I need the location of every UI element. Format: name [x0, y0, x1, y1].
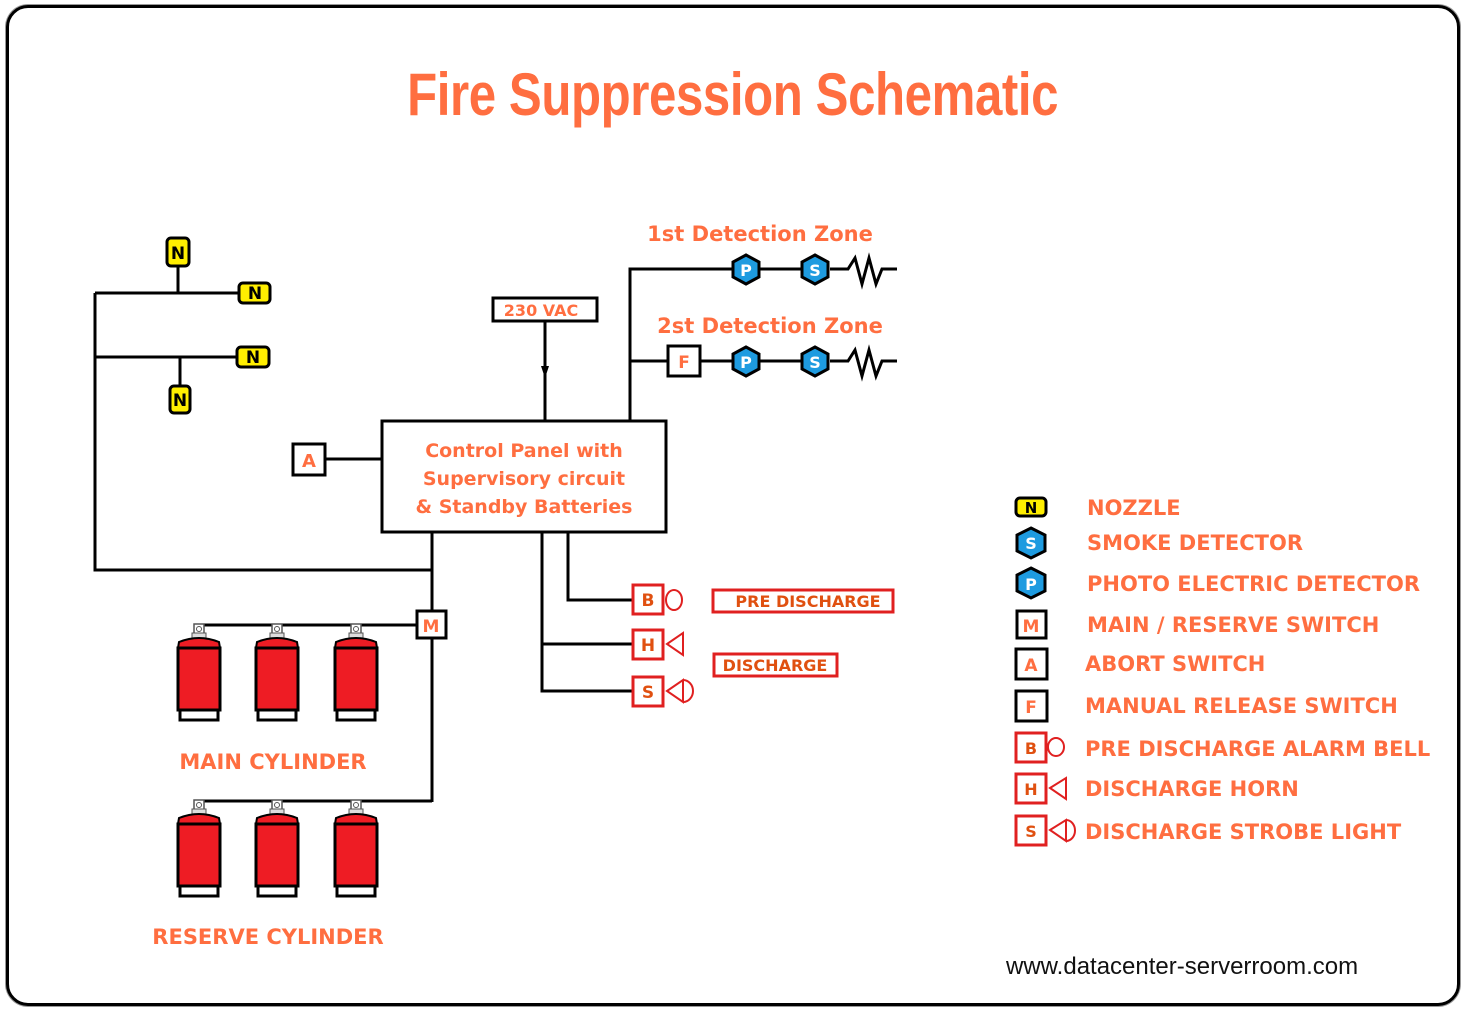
- legend-item: M MAIN / RESERVE SWITCH: [1015, 609, 1379, 640]
- strobe-light-icon: S: [1014, 814, 1076, 847]
- nozzle-icon: N: [1014, 496, 1048, 518]
- svg-text:N: N: [246, 348, 260, 368]
- nozzle[interactable]: N: [235, 345, 271, 369]
- legend: N NOZZLE S SMOKE DETECTOR P PHOTO ELECTR…: [1014, 496, 1430, 847]
- smoke-detector[interactable]: S: [800, 345, 830, 378]
- svg-text:DISCHARGE STROBE LIGHT: DISCHARGE STROBE LIGHT: [1085, 820, 1402, 844]
- legend-item: F MANUAL RELEASE SWITCH: [1014, 689, 1398, 723]
- photo-electric-detector[interactable]: P: [731, 345, 761, 378]
- zone-2-label: 2st Detection Zone: [657, 314, 883, 338]
- svg-text:ABORT SWITCH: ABORT SWITCH: [1085, 652, 1265, 676]
- discharge-strobe-light[interactable]: S: [631, 675, 694, 708]
- svg-text:N: N: [248, 284, 262, 304]
- discharge-label: DISCHARGE: [712, 652, 839, 678]
- cylinder: [254, 622, 300, 722]
- svg-text:MANUAL RELEASE SWITCH: MANUAL RELEASE SWITCH: [1085, 694, 1398, 718]
- main-cylinder-label: MAIN CYLINDER: [179, 750, 366, 774]
- svg-text:F: F: [678, 353, 690, 373]
- legend-item: S SMOKE DETECTOR: [1015, 526, 1303, 560]
- svg-text:PHOTO ELECTRIC DETECTOR: PHOTO ELECTRIC DETECTOR: [1087, 572, 1420, 596]
- main-cylinder-bank: [176, 622, 379, 722]
- svg-text:PRE DISCHARGE: PRE DISCHARGE: [735, 592, 880, 611]
- control-panel[interactable]: Control Panel with Supervisory circuit &…: [380, 419, 668, 534]
- smoke-detector-icon: S: [1015, 526, 1047, 560]
- zone-1-label: 1st Detection Zone: [647, 222, 873, 246]
- smoke-detector[interactable]: S: [800, 253, 830, 286]
- abort-switch[interactable]: A: [291, 442, 327, 477]
- power-source: 230 VAC: [491, 296, 599, 323]
- cylinder: [176, 798, 222, 898]
- svg-text:Supervisory circuit: Supervisory circuit: [423, 468, 625, 490]
- photo-electric-detector-icon: P: [1015, 566, 1047, 600]
- svg-text:B: B: [1025, 739, 1037, 758]
- svg-text:N: N: [171, 244, 185, 264]
- svg-text:H: H: [641, 636, 655, 656]
- svg-text:A: A: [302, 451, 316, 472]
- legend-item: S DISCHARGE STROBE LIGHT: [1014, 814, 1402, 847]
- svg-text:M: M: [423, 617, 440, 637]
- svg-text:S: S: [1025, 534, 1037, 553]
- discharge-horn[interactable]: H: [631, 628, 684, 661]
- manual-release-switch-icon: F: [1014, 689, 1049, 723]
- svg-text:& Standby Batteries: & Standby Batteries: [416, 496, 633, 518]
- abort-switch-icon: A: [1014, 647, 1049, 681]
- svg-text:SMOKE DETECTOR: SMOKE DETECTOR: [1087, 531, 1303, 555]
- alarm-bell-icon: B: [1014, 731, 1065, 764]
- reserve-cylinder-label: RESERVE CYLINDER: [152, 925, 383, 949]
- source-watermark: www.datacenter-serverroom.com: [1006, 953, 1359, 980]
- svg-text:PRE DISCHARGE ALARM BELL: PRE DISCHARGE ALARM BELL: [1085, 737, 1430, 761]
- main-reserve-switch[interactable]: M: [415, 609, 448, 640]
- svg-text:S: S: [642, 683, 654, 703]
- cylinder: [176, 622, 222, 722]
- svg-text:MAIN / RESERVE SWITCH: MAIN / RESERVE SWITCH: [1087, 613, 1379, 637]
- cylinder: [333, 622, 379, 722]
- pre-discharge-label: PRE DISCHARGE: [711, 588, 895, 614]
- legend-item: A ABORT SWITCH: [1014, 647, 1265, 681]
- svg-text:230 VAC: 230 VAC: [504, 301, 578, 320]
- svg-text:S: S: [809, 261, 821, 280]
- svg-text:H: H: [1024, 780, 1037, 799]
- svg-text:DISCHARGE HORN: DISCHARGE HORN: [1085, 777, 1299, 801]
- cylinder: [333, 798, 379, 898]
- legend-item: H DISCHARGE HORN: [1014, 772, 1299, 805]
- reserve-cylinder-bank: [176, 798, 379, 898]
- legend-item: P PHOTO ELECTRIC DETECTOR: [1015, 566, 1420, 600]
- power-arrow-icon: [541, 366, 549, 378]
- pre-discharge-alarm-bell[interactable]: B: [631, 583, 683, 616]
- svg-text:S: S: [809, 353, 821, 372]
- svg-text:F: F: [1025, 698, 1037, 718]
- manual-release-switch[interactable]: F: [666, 344, 702, 378]
- nozzle[interactable]: N: [237, 281, 272, 305]
- svg-text:S: S: [1025, 822, 1037, 841]
- legend-item: N NOZZLE: [1014, 496, 1181, 520]
- svg-text:M: M: [1023, 617, 1040, 637]
- svg-text:N: N: [1025, 499, 1038, 517]
- svg-text:P: P: [740, 261, 752, 280]
- svg-text:A: A: [1024, 656, 1038, 676]
- photo-electric-detector[interactable]: P: [731, 253, 761, 286]
- svg-text:Control Panel with: Control Panel with: [425, 440, 623, 462]
- main-reserve-switch-icon: M: [1015, 609, 1048, 640]
- svg-text:P: P: [1025, 575, 1037, 594]
- svg-text:P: P: [740, 353, 752, 372]
- svg-text:DISCHARGE: DISCHARGE: [723, 656, 828, 675]
- svg-text:B: B: [642, 591, 655, 611]
- svg-text:NOZZLE: NOZZLE: [1087, 496, 1181, 520]
- horn-icon: H: [1014, 772, 1067, 805]
- cylinder: [254, 798, 300, 898]
- diagram-frame: [6, 5, 1460, 1006]
- nozzle[interactable]: N: [168, 384, 192, 415]
- legend-item: B PRE DISCHARGE ALARM BELL: [1014, 731, 1430, 764]
- nozzle[interactable]: N: [165, 236, 191, 268]
- svg-text:N: N: [173, 391, 187, 411]
- wiring: [93, 252, 897, 803]
- page-title: Fire Suppression Schematic: [407, 61, 1059, 128]
